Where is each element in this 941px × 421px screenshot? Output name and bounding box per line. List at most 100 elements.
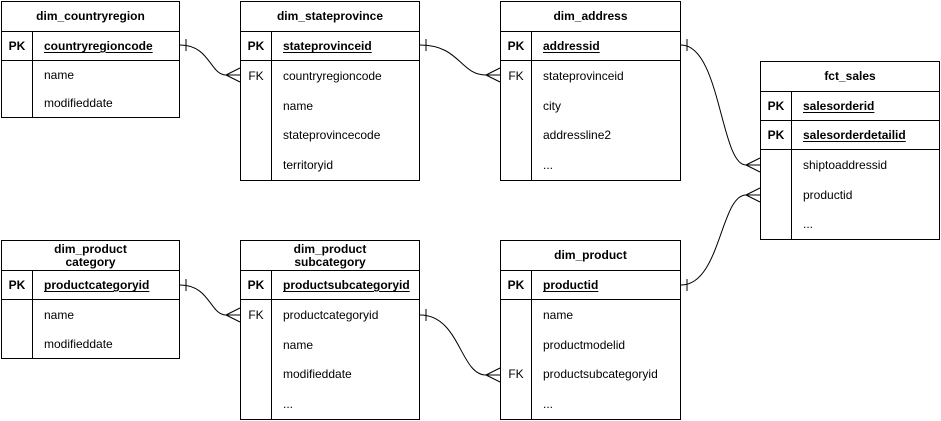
key-spacer <box>501 300 532 330</box>
key-spacer <box>501 120 532 151</box>
field-row: name <box>2 61 179 89</box>
field-name: modifieddate <box>283 367 352 382</box>
entity-title-line: fct_sales <box>824 69 876 83</box>
cardinality-many-crow-foot <box>745 157 761 173</box>
field-row: addressline2 <box>501 120 680 151</box>
pk-field-name: countryregioncode <box>44 39 153 53</box>
key-spacer <box>2 61 33 89</box>
pk-row: PK salesorderdetailid <box>761 121 939 150</box>
key-spacer <box>241 359 272 390</box>
pk-badge: PK <box>761 121 792 149</box>
relation-line[interactable] <box>179 44 227 76</box>
field-row: ... <box>241 389 419 419</box>
key-spacer <box>241 90 272 121</box>
field-row: productmodelid <box>501 329 680 360</box>
entity-body: shiptoaddressid productid... <box>761 150 939 240</box>
entity-title-line: category <box>65 254 116 269</box>
pk-field-name: salesorderdetailid <box>803 128 906 142</box>
field-row: name <box>2 300 179 329</box>
key-spacer <box>761 179 792 210</box>
field-name: ... <box>283 397 294 412</box>
cardinality-many-crow-foot <box>485 67 501 83</box>
field-row: ... <box>501 389 680 419</box>
field-name: productmodelid <box>543 337 626 352</box>
relation-fct-sales-to-product[interactable] <box>680 187 761 291</box>
entity-body: name modifieddate <box>2 61 179 117</box>
pk-row: PK countryregioncode <box>2 32 179 61</box>
key-spacer <box>501 329 532 360</box>
relation-line[interactable] <box>419 44 487 76</box>
pk-field-name: salesorderid <box>803 99 875 113</box>
field-name: productcategoryid <box>283 307 379 322</box>
fk-badge: FK <box>241 300 272 330</box>
field-row: modifieddate <box>241 359 419 390</box>
field-row: name <box>241 90 419 121</box>
pk-field-name: productid <box>543 278 599 292</box>
pk-badge: PK <box>241 271 272 299</box>
entity-title: dim_stateprovince <box>241 2 419 32</box>
field-row: FK productcategoryid <box>241 300 419 330</box>
pk-badge: PK <box>761 92 792 120</box>
relation-address-to-stateprovince[interactable] <box>419 39 501 83</box>
entity-body: FK productcategoryid name modifieddate... <box>241 300 419 419</box>
field-name: addressline2 <box>543 128 612 143</box>
entity-title-line: dim_address <box>553 9 628 23</box>
field-name: productsubcategoryid <box>543 367 658 382</box>
cardinality-many-crow-foot <box>745 187 761 203</box>
entity-title-line: dim_stateprovince <box>276 9 384 23</box>
pk-row: PK addressid <box>501 32 680 61</box>
field-name: productid <box>803 187 853 202</box>
field-name: stateprovinceid <box>543 68 624 83</box>
relation-line[interactable] <box>680 44 747 166</box>
relation-subcategory-to-category[interactable] <box>179 279 241 323</box>
entity-title: dim_address <box>501 2 680 32</box>
field-row: stateprovincecode <box>241 120 419 151</box>
entity-title-line: subcategory <box>294 254 366 269</box>
entity-title-line: dim_countryregion <box>36 9 145 23</box>
field-row: modifieddate <box>2 329 179 358</box>
entity-title: dim_product <box>501 241 680 271</box>
relation-line[interactable] <box>680 194 747 286</box>
field-name: city <box>543 98 561 113</box>
field-name: modifieddate <box>44 96 113 110</box>
field-row: ... <box>761 209 939 240</box>
key-spacer <box>501 90 532 121</box>
field-name: ... <box>803 217 814 232</box>
pk-field-name: addressid <box>543 39 600 53</box>
pk-badge: PK <box>501 32 532 60</box>
pk-field-name: stateprovinceid <box>283 39 372 53</box>
field-name: shiptoaddressid <box>803 157 888 172</box>
entity-title-line: dim_product <box>293 241 367 256</box>
relation-product-to-subcategory[interactable] <box>419 309 501 383</box>
field-row: name <box>241 329 419 360</box>
fk-badge: FK <box>241 61 272 91</box>
field-name: name <box>44 307 75 322</box>
key-spacer <box>501 389 532 419</box>
field-name: name <box>283 98 314 113</box>
relation-line[interactable] <box>419 314 487 376</box>
relation-stateprovince-to-countryregion[interactable] <box>179 39 241 83</box>
key-spacer <box>241 150 272 180</box>
relation-fct-sales-to-address[interactable] <box>680 39 761 173</box>
relation-line[interactable] <box>179 284 227 316</box>
pk-badge: PK <box>2 32 33 60</box>
field-row: name <box>501 300 680 330</box>
field-name: modifieddate <box>44 336 113 351</box>
field-name: ... <box>543 397 554 412</box>
